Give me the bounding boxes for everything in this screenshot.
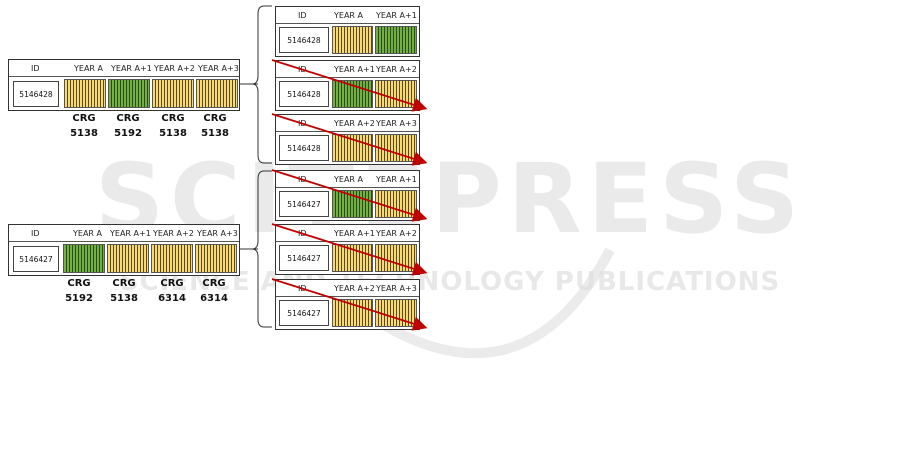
cell-year-second — [375, 80, 417, 108]
header-year-first: YEAR A+2 — [334, 284, 375, 293]
id-box: 5146428 — [279, 81, 329, 107]
cell-year-a2 — [151, 244, 193, 273]
header-id: ID — [298, 65, 307, 74]
header-year-second: YEAR A+1 — [376, 175, 417, 184]
header-year-a3: YEAR A+3 — [197, 229, 238, 238]
header-year-a: YEAR A — [74, 64, 103, 73]
header-id: ID — [298, 284, 307, 293]
cell-year-first — [332, 299, 373, 327]
cell-year-a3 — [196, 79, 238, 108]
cell-year-second — [375, 134, 417, 162]
id-box: 5146428 — [279, 27, 329, 53]
cell-year-second — [375, 299, 417, 327]
cell-year-first — [332, 134, 373, 162]
header-id: ID — [298, 119, 307, 128]
header-year-a2: YEAR A+2 — [154, 64, 195, 73]
header-year-first: YEAR A+1 — [334, 229, 375, 238]
header-year-first: YEAR A+2 — [334, 119, 375, 128]
cell-year-a2 — [152, 79, 194, 108]
header-year-second: YEAR A+2 — [376, 65, 417, 74]
cell-year-second — [375, 190, 417, 218]
header-year-a: YEAR A — [73, 229, 102, 238]
id-box: 5146427 — [279, 245, 329, 271]
header-id: ID — [298, 229, 307, 238]
brace-bottom — [251, 170, 272, 328]
panel-header-divider — [276, 131, 419, 132]
cell-year-first — [332, 190, 373, 218]
header-year-second: YEAR A+2 — [376, 229, 417, 238]
cell-year-first — [332, 244, 373, 272]
cell-year-second — [375, 244, 417, 272]
cell-year-first — [332, 80, 373, 108]
panel-header-divider — [9, 76, 239, 77]
header-year-a1: YEAR A+1 — [110, 229, 151, 238]
header-id: ID — [31, 64, 40, 73]
id-box: 5146427 — [13, 246, 59, 272]
id-box: 5146427 — [279, 191, 329, 217]
header-year-second: YEAR A+3 — [376, 284, 417, 293]
right-panel-1: ID YEAR A YEAR A+1 5146428 — [275, 6, 420, 57]
panel-header-divider — [276, 77, 419, 78]
cell-year-a — [63, 244, 105, 273]
header-year-a1: YEAR A+1 — [111, 64, 152, 73]
panel-header-divider — [9, 241, 239, 242]
cell-year-a1 — [107, 244, 149, 273]
brace-top — [251, 5, 272, 164]
cell-year-second — [375, 26, 417, 54]
header-year-second: YEAR A+3 — [376, 119, 417, 128]
panel-header-divider — [276, 241, 419, 242]
left-bottom-panel: ID YEAR A YEAR A+1 YEAR A+2 YEAR A+3 514… — [8, 224, 240, 276]
panel-header-divider — [276, 23, 419, 24]
header-year-first: YEAR A+1 — [334, 65, 375, 74]
header-id: ID — [31, 229, 40, 238]
header-year-second: YEAR A+1 — [376, 11, 417, 20]
left-top-panel: ID YEAR A YEAR A+1 YEAR A+2 YEAR A+3 514… — [8, 59, 240, 111]
header-year-first: YEAR A — [334, 11, 363, 20]
cell-year-a3 — [195, 244, 237, 273]
id-box: 5146428 — [13, 81, 59, 107]
id-box: 5146428 — [279, 135, 329, 161]
header-id: ID — [298, 175, 307, 184]
id-box: 5146427 — [279, 300, 329, 326]
right-panel-4: ID YEAR A YEAR A+1 5146427 — [275, 170, 420, 221]
header-year-a3: YEAR A+3 — [198, 64, 239, 73]
cell-year-a — [64, 79, 106, 108]
panel-header-divider — [276, 187, 419, 188]
header-id: ID — [298, 11, 307, 20]
cell-year-first — [332, 26, 373, 54]
header-year-a2: YEAR A+2 — [153, 229, 194, 238]
cell-year-a1 — [108, 79, 150, 108]
panel-header-divider — [276, 296, 419, 297]
header-year-first: YEAR A — [334, 175, 363, 184]
